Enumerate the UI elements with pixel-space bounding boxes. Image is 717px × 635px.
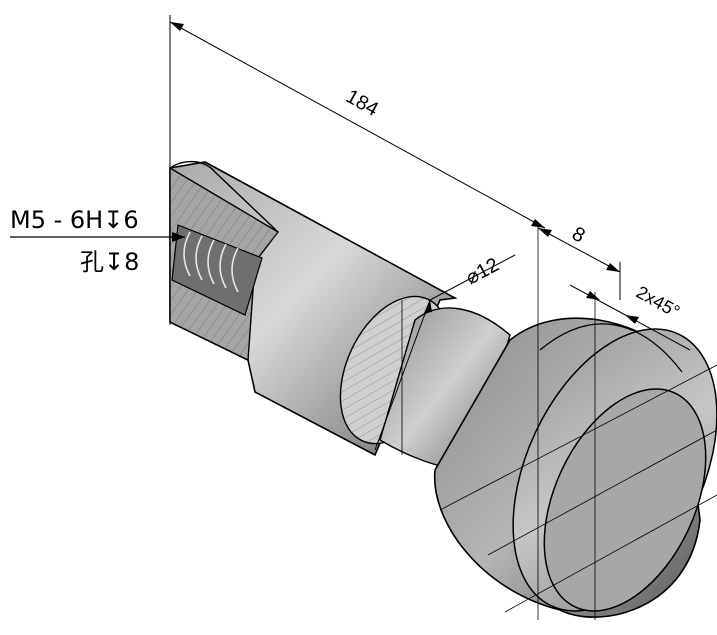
center-lines	[401, 225, 717, 620]
dimension-diameter-label: ⌀12	[462, 254, 503, 290]
head-collar	[433, 317, 717, 618]
dimension-8-label: 8	[568, 223, 588, 248]
dimension-chamfer-label: 2x45°	[633, 282, 683, 322]
thread-callout: M5 - 6H↧6 孔↧8	[10, 206, 185, 276]
dimension-184-label: 184	[342, 85, 382, 120]
section-cut	[169, 166, 280, 362]
hole-callout-label: 孔↧8	[80, 248, 139, 276]
dimension-8: 8	[537, 223, 621, 300]
thread-callout-label: M5 - 6H↧6	[10, 206, 139, 234]
